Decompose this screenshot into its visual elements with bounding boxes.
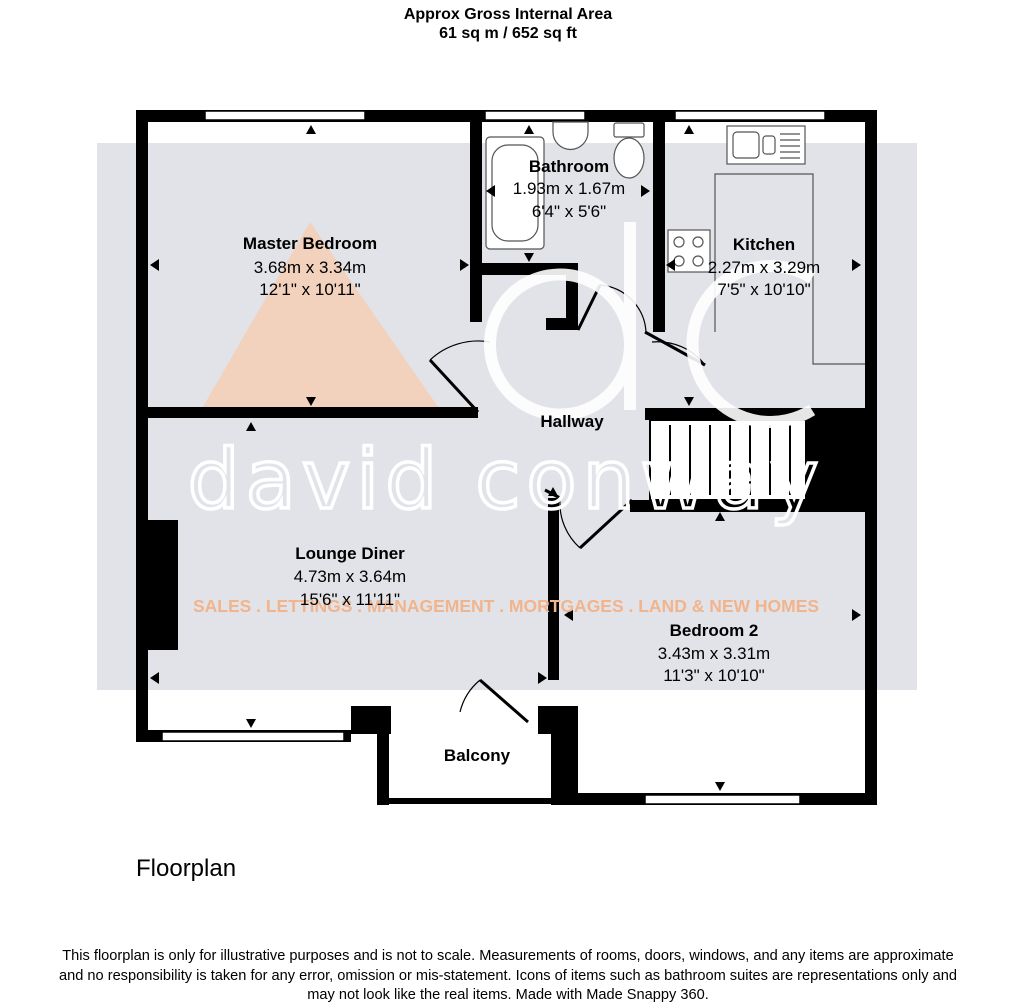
- bedroom-2-imperial: 11'3" x 10'10": [663, 666, 764, 685]
- watermark-brand: david conway: [188, 433, 825, 528]
- watermark-triangle: [197, 222, 445, 417]
- master-bedroom-imperial: 12'1" x 10'11": [259, 280, 360, 299]
- kitchen-name: Kitchen: [733, 235, 795, 254]
- stairs: [649, 419, 807, 501]
- watermark-tagline: SALES . LETTINGS . MANAGEMENT . MORTGAGE…: [193, 596, 819, 616]
- room-labels: Master Bedroom 3.68m x 3.34m 12'1" x 10'…: [243, 157, 820, 765]
- area-value: 61 sq m / 652 sq ft: [439, 25, 577, 42]
- bedroom-2-name: Bedroom 2: [670, 621, 759, 640]
- hallway-name: Hallway: [540, 412, 604, 431]
- disclaimer: This floorplan is only for illustrative …: [0, 947, 1016, 1006]
- lounge-diner-metric: 4.73m x 3.64m: [294, 567, 406, 586]
- bathroom-imperial: 6'4" x 5'6": [532, 202, 606, 221]
- dimension-arrows: [150, 125, 861, 791]
- disclaimer-line-1: This floorplan is only for illustrative …: [62, 948, 954, 964]
- master-bedroom-name: Master Bedroom: [243, 234, 377, 253]
- windows: [161, 110, 826, 805]
- disclaimer-line-3: may not look like the real items. Made w…: [307, 987, 709, 1003]
- lounge-diner-imperial: 15'6" x 11'11": [300, 590, 400, 609]
- disclaimer-line-2: and no responsibility is taken for any e…: [59, 967, 957, 984]
- floorplan-label: Floorplan: [136, 855, 237, 882]
- lounge-diner-name: Lounge Diner: [295, 544, 405, 563]
- toilet-icon: [613, 122, 645, 138]
- kitchen-fixtures: [667, 125, 865, 365]
- kitchen-imperial: 7'5" x 10'10": [717, 280, 810, 299]
- area-header: Approx Gross Internal Area 61 sq m / 652…: [0, 5, 1016, 43]
- bathroom-name: Bathroom: [529, 157, 609, 176]
- floorplan-drawing: david conway SALES . LETTINGS . MANAGEME…: [97, 110, 917, 805]
- sink-icon: [552, 121, 589, 151]
- bedroom-2-metric: 3.43m x 3.31m: [658, 644, 770, 663]
- balcony-name: Balcony: [444, 746, 511, 765]
- bathroom-metric: 1.93m x 1.67m: [513, 179, 625, 198]
- worktop: [714, 173, 865, 365]
- watermark-logo: [484, 222, 816, 428]
- bathroom-fixtures: [485, 121, 645, 250]
- master-bedroom-metric: 3.68m x 3.34m: [254, 258, 366, 277]
- area-title: Approx Gross Internal Area: [403, 6, 613, 23]
- kitchen-metric: 2.27m x 3.29m: [708, 258, 820, 277]
